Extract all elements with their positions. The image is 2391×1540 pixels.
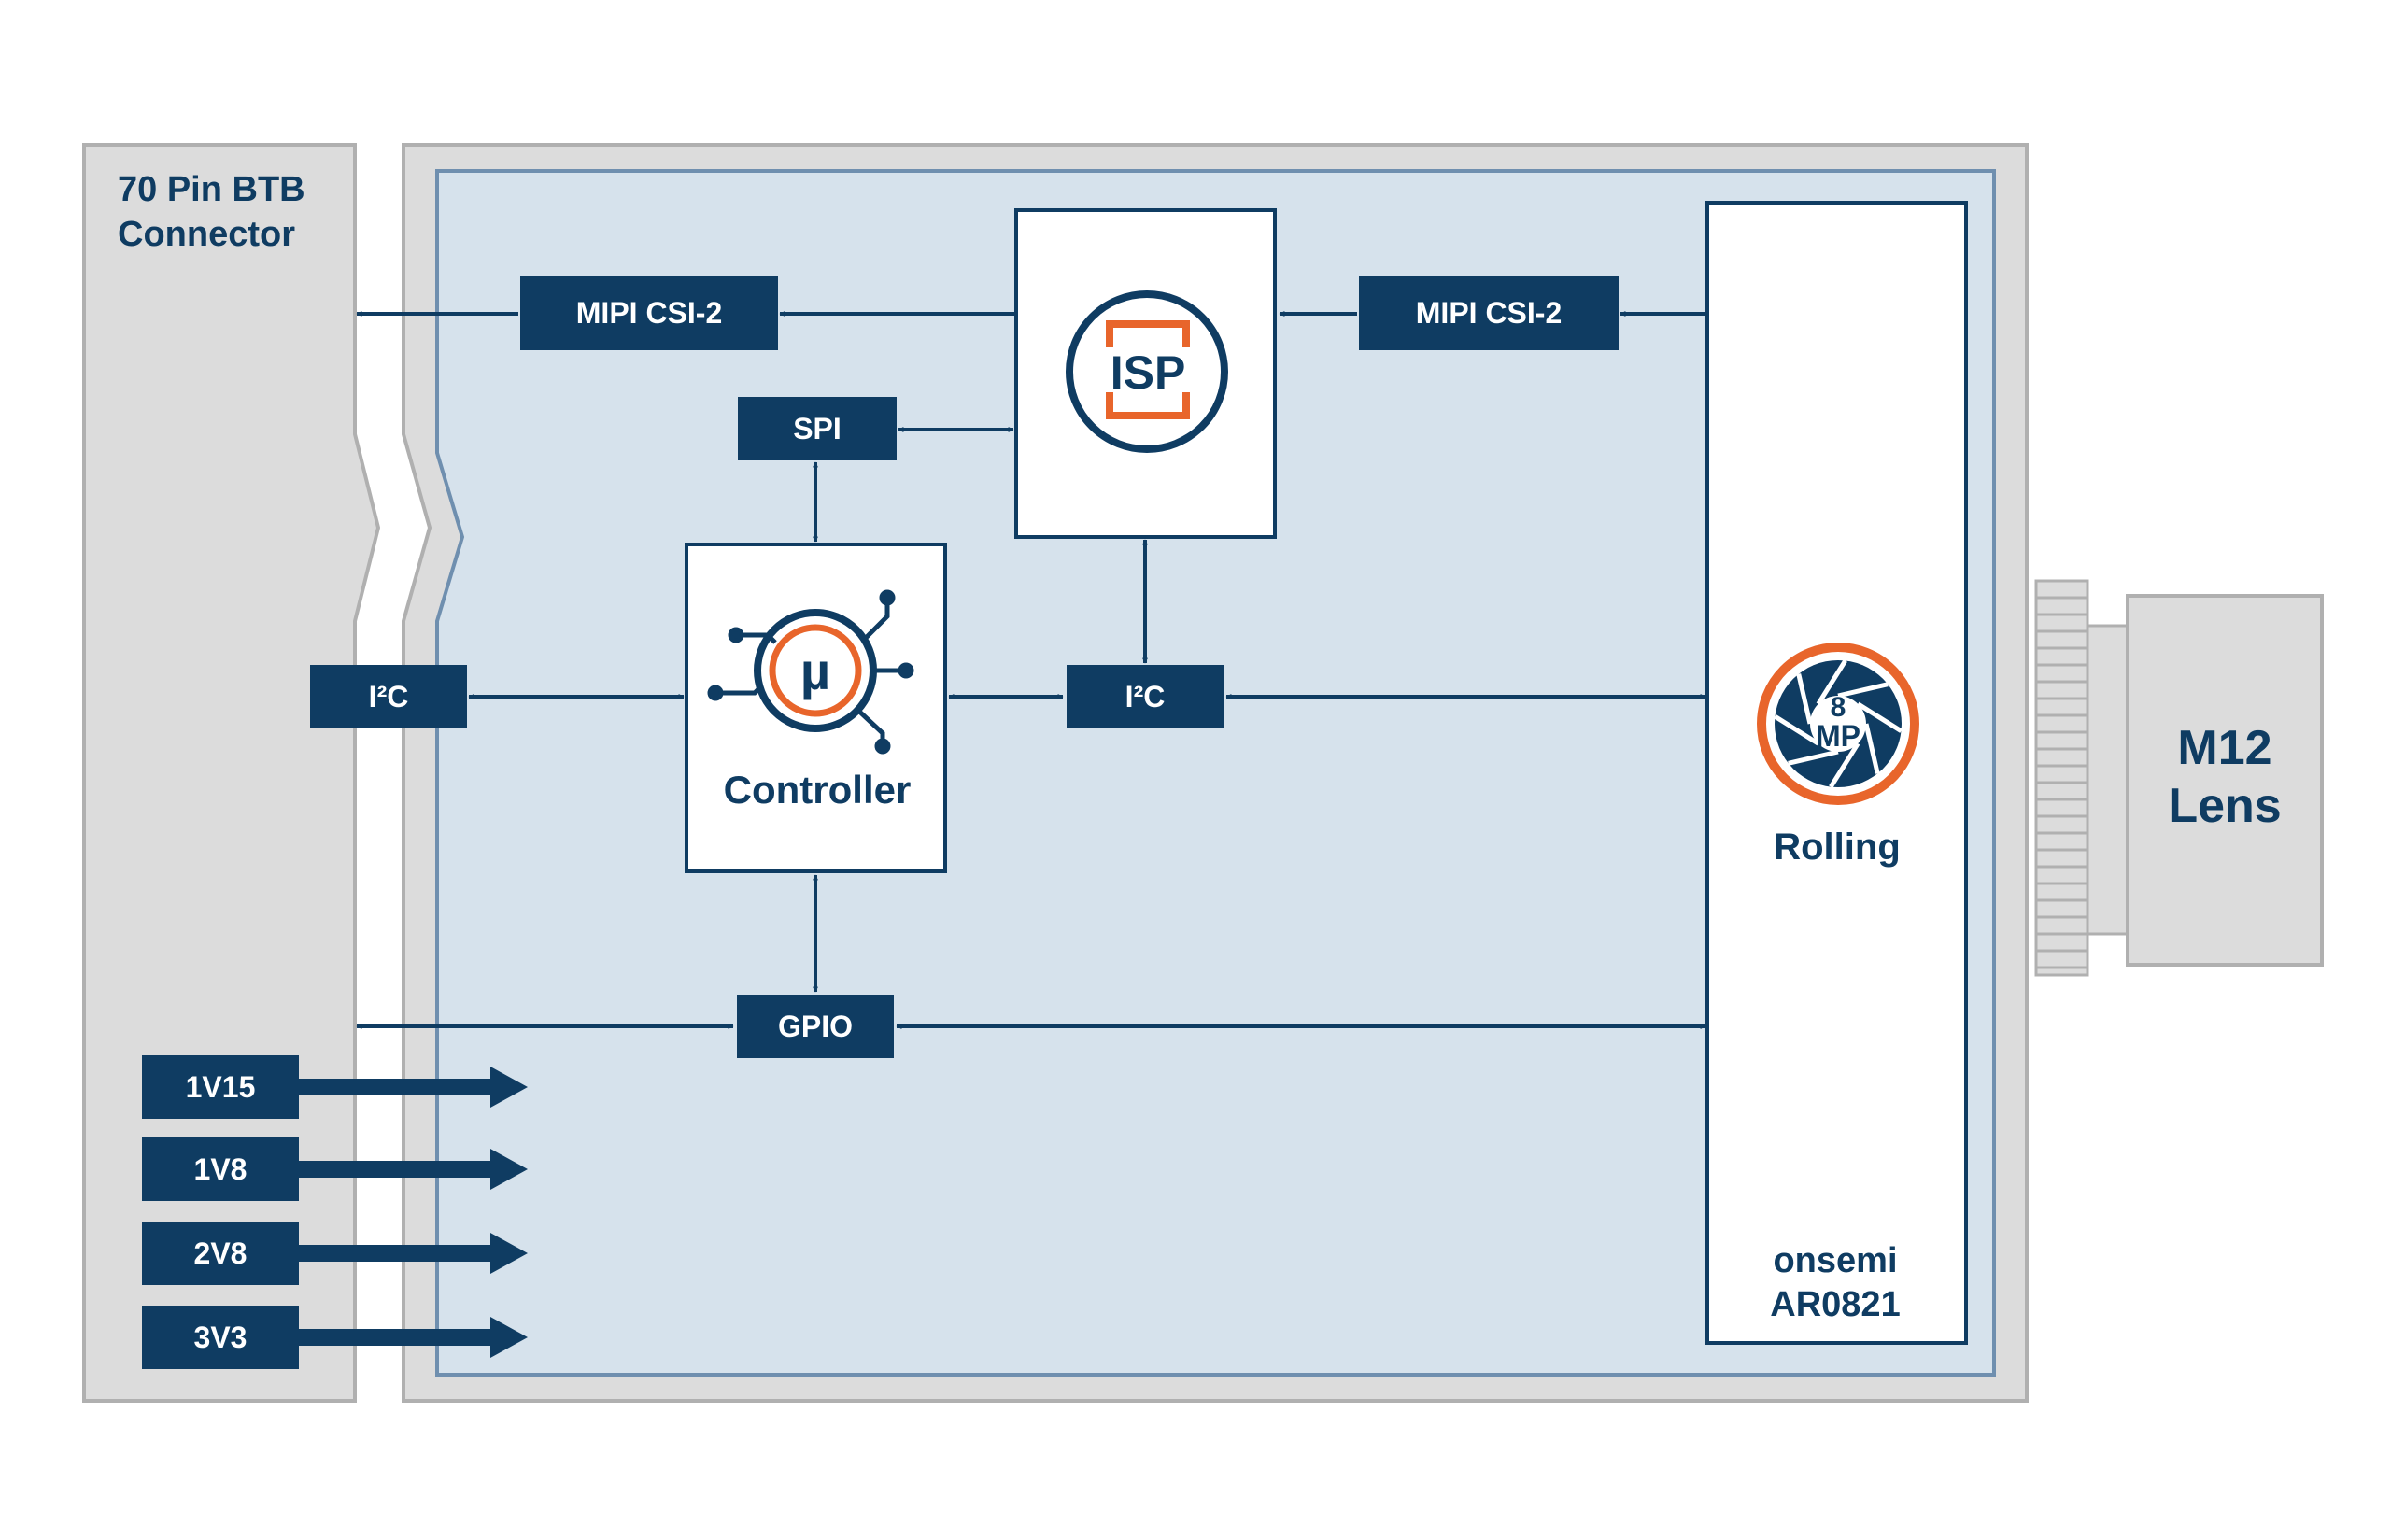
i2c-right-block: I²C	[1067, 665, 1224, 728]
power-rail-label: 1V8	[194, 1152, 248, 1186]
connector-title-line1: 70 Pin BTB	[118, 170, 305, 209]
isp-block	[1014, 208, 1277, 539]
aperture-icon	[1757, 643, 1919, 805]
power-rails: 1V15 1V8 2V8 3V3	[142, 1055, 528, 1369]
lens-mount-thread	[2034, 579, 2089, 977]
power-rail-label: 1V15	[186, 1070, 256, 1104]
power-rail-1v15: 1V15	[142, 1055, 528, 1119]
power-rail-label: 3V3	[194, 1321, 248, 1354]
mipi-in-block: MIPI CSI-2	[1359, 276, 1619, 350]
shutter-type-label: Rolling	[1774, 827, 1901, 868]
megapixel-unit: MP	[1816, 719, 1860, 753]
megapixel-number: 8	[1831, 692, 1846, 723]
mipi-out-block: MIPI CSI-2	[520, 276, 778, 350]
i2c-right-label: I²C	[1125, 680, 1166, 713]
lens-thread-lines	[2036, 596, 2087, 969]
spi-block: SPI	[738, 397, 897, 460]
controller-label: Controller	[724, 768, 912, 812]
lens-label-line2: Lens	[2168, 779, 2281, 833]
power-rail-1v8: 1V8	[142, 1137, 528, 1201]
gpio-block: GPIO	[737, 995, 894, 1058]
board-area	[435, 169, 1996, 1377]
lens-label-line1: M12	[2177, 721, 2271, 775]
controller-symbol: µ	[800, 642, 830, 700]
sensor-model: AR0821	[1770, 1285, 1900, 1324]
mipi-out-label: MIPI CSI-2	[576, 296, 722, 330]
i2c-left-label: I²C	[369, 680, 409, 713]
spi-label: SPI	[793, 412, 842, 445]
isp-icon: ISP	[1066, 290, 1228, 453]
lens-collar	[2086, 624, 2131, 936]
mipi-in-label: MIPI CSI-2	[1416, 296, 1562, 330]
isp-label: ISP	[1111, 346, 1186, 399]
lens-body	[2126, 594, 2324, 967]
connector-title-line2: Connector	[118, 215, 295, 254]
sensor-vendor: onsemi	[1773, 1241, 1897, 1280]
power-rail-label: 2V8	[194, 1236, 248, 1270]
power-rail-2v8: 2V8	[142, 1222, 528, 1285]
btb-connector-panel	[82, 143, 381, 1403]
gpio-label: GPIO	[778, 1010, 853, 1043]
power-rail-3v3: 3V3	[142, 1306, 528, 1369]
microcontroller-icon	[707, 589, 914, 755]
i2c-left-block: I²C	[310, 665, 467, 728]
